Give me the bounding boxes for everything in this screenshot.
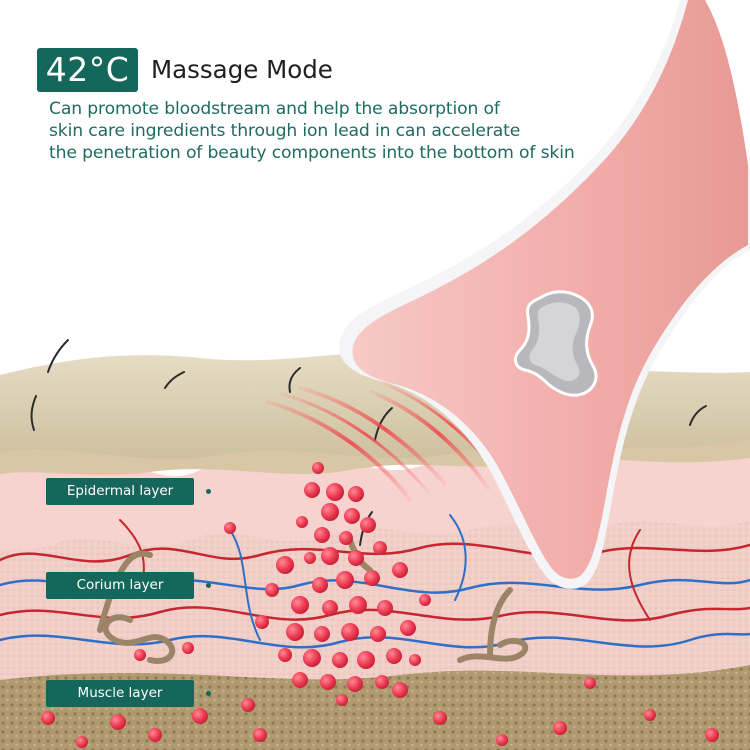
ion-particles (41, 462, 719, 748)
mode-title: Massage Mode (151, 55, 333, 84)
muscle-layer-label: Muscle layer (46, 680, 194, 707)
description-line: the penetration of beauty components int… (49, 143, 575, 163)
description-line: skin care ingredients through ion lead i… (49, 121, 521, 141)
epidermal-layer-label: Epidermal layer (46, 478, 194, 505)
corium-layer-pointer (206, 583, 211, 588)
feature-description: Can promote bloodstream and help the abs… (49, 98, 575, 164)
corium-layer-label: Corium layer (46, 572, 194, 599)
epidermal-layer-pointer (206, 489, 211, 494)
temperature-badge: 42°C (37, 48, 138, 92)
massage-device (339, 0, 750, 589)
description-line: Can promote bloodstream and help the abs… (49, 99, 500, 119)
muscle-layer-pointer (206, 691, 211, 696)
